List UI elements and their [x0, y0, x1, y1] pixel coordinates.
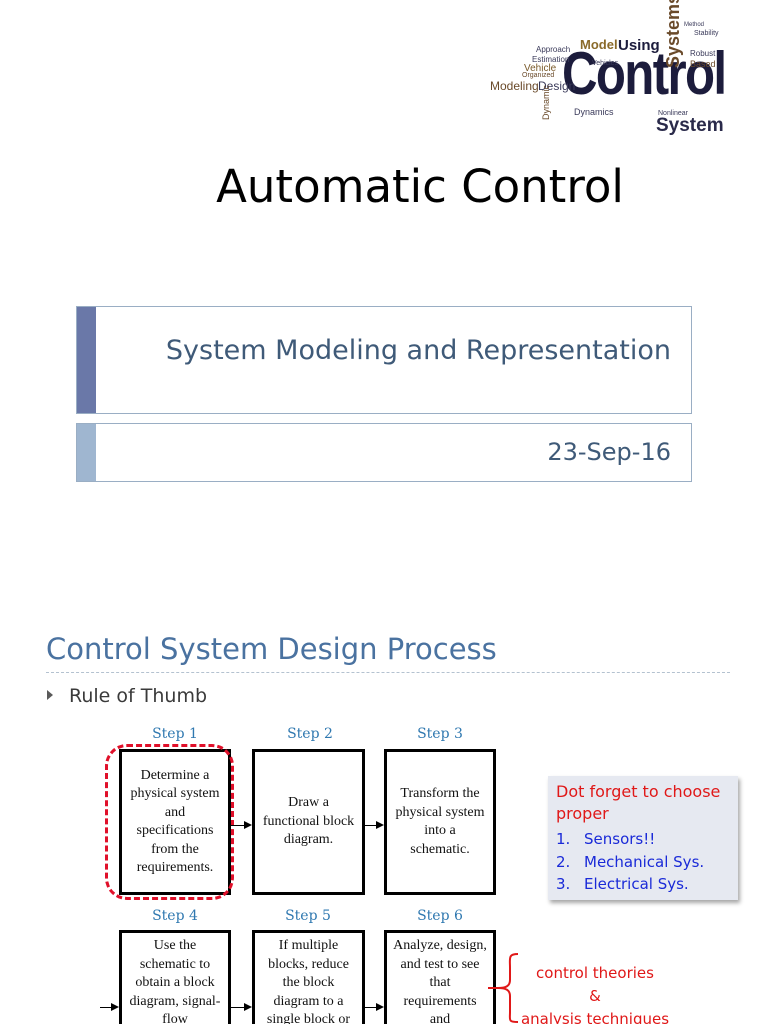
date-accent-bar — [77, 424, 96, 481]
list-item: 1.Sensors!! — [556, 830, 656, 848]
word-dynamics: Dynamics — [574, 107, 614, 117]
arrow-head-icon — [244, 1003, 252, 1011]
curly-brace-icon — [488, 953, 519, 1023]
list-item: 3.Electrical Sys. — [556, 875, 689, 893]
word-stability: Stability — [694, 30, 719, 37]
word-system: System — [656, 115, 724, 136]
word-dynamic: Dynamic — [541, 84, 551, 120]
subtitle-accent-bar — [77, 307, 96, 413]
step-4-label: Step 4 — [152, 908, 198, 924]
step-1-box: Determine a physical system and specific… — [119, 749, 231, 895]
word-approach: Approach — [536, 45, 571, 54]
word-vehicles: Vehicles — [592, 60, 619, 67]
word-vehicle: Vehicle — [524, 63, 557, 74]
word-organized: Organized — [522, 72, 555, 79]
title-slide: Control System Systems Model Using Model… — [76, 0, 740, 482]
arrow-step5-to-step6 — [365, 1007, 377, 1008]
arrow-step1-to-step2 — [231, 825, 245, 826]
word-modeling: Modeling — [490, 79, 539, 93]
step-4-box: Use the schematic to obtain a block diag… — [119, 930, 231, 1024]
date-box: 23-Sep-16 — [76, 423, 692, 482]
design-process-slide: Control System Design Process Rule of Th… — [0, 576, 768, 1024]
word-design: Design — [538, 79, 576, 93]
slide-title: Control System Design Process — [46, 632, 497, 666]
step-6-label: Step 6 — [417, 908, 463, 924]
step-3-box: Transform the physical system into a sch… — [384, 749, 496, 895]
step-2-box: Draw a functional block diagram. — [252, 749, 365, 895]
analysis-annotation: control theories & analysis techniques — [520, 964, 670, 1024]
subtitle-box: System Modeling and Representation — [76, 306, 692, 414]
arrow-step2-to-step3 — [365, 825, 377, 826]
word-based: Based — [690, 59, 716, 69]
arrow-into-step4 — [100, 1007, 112, 1008]
step-1-label: Step 1 — [152, 726, 198, 742]
title-divider — [46, 672, 730, 673]
sensor-reminder-callout: Dot forget to choose proper 1.Sensors!! … — [548, 776, 738, 900]
slide-title: Automatic Control — [216, 160, 624, 213]
slide-date: 23-Sep-16 — [547, 438, 671, 466]
callout-list: 1.Sensors!! 2.Mechanical Sys. 3.Electric… — [556, 828, 704, 896]
step-5-box: If multiple blocks, reduce the block dia… — [252, 930, 365, 1024]
bullet-arrow-icon — [47, 690, 53, 700]
step-2-label: Step 2 — [287, 726, 333, 742]
word-cloud-logo: Control System Systems Model Using Model… — [488, 0, 740, 140]
step-3-label: Step 3 — [417, 726, 463, 742]
step-5-label: Step 5 — [285, 908, 331, 924]
step-1-highlight-frame — [105, 744, 234, 900]
bullet-rule-of-thumb: Rule of Thumb — [69, 685, 208, 707]
arrow-head-icon — [111, 1003, 119, 1011]
callout-heading: Dot forget to choose proper — [556, 782, 721, 823]
word-using: Using — [618, 37, 660, 54]
arrow-head-icon — [376, 821, 384, 829]
word-nonlinear: Nonlinear — [658, 110, 688, 117]
word-estimation: Estimation — [532, 55, 570, 64]
arrow-step4-to-step5 — [231, 1007, 245, 1008]
arrow-head-icon — [376, 1003, 384, 1011]
word-control: Control — [562, 40, 727, 107]
word-model: Model — [580, 37, 618, 52]
word-method: Method — [684, 22, 705, 28]
word-systems: Systems — [663, 0, 683, 68]
slide-subtitle: System Modeling and Representation — [165, 335, 671, 366]
word-robust: Robust — [690, 49, 716, 58]
step-6-box: Analyze, design, and test to see that re… — [384, 930, 496, 1024]
arrow-head-icon — [244, 821, 252, 829]
list-item: 2.Mechanical Sys. — [556, 852, 705, 871]
